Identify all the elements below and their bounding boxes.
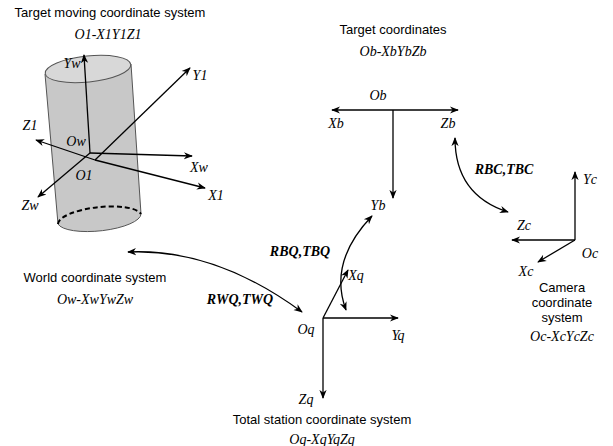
axis-label: Yw <box>63 56 80 72</box>
axis-label: Oq-XqYqZq <box>289 432 354 446</box>
transform-label: RBC,TBC <box>475 162 534 178</box>
axis-label: Yb <box>371 198 386 214</box>
axis-label: Yq <box>391 328 404 344</box>
axis-label: Z1 <box>23 118 38 134</box>
axis-label: Xq <box>348 268 364 284</box>
axis-label: Zb <box>441 116 456 132</box>
system-title: World coordinate system <box>24 271 167 286</box>
axis-label: Xb <box>328 116 344 132</box>
axis-label: Ow <box>66 134 85 150</box>
axis-label: Zq <box>299 392 314 408</box>
axis-label: Ow-XwYwZw <box>57 292 133 308</box>
system-title: Camera coordinate system <box>514 281 610 326</box>
axis-label: Xw <box>190 160 208 176</box>
cylinder-target <box>44 52 141 232</box>
transform-arrows <box>128 138 508 312</box>
transform-label: RWQ,TWQ <box>207 292 273 308</box>
axis-arrows <box>36 55 575 398</box>
axis-label: Oc <box>582 246 598 262</box>
axis-label: Y1 <box>193 68 208 84</box>
system-title: Target coordinates <box>340 23 447 38</box>
axis-label: X1 <box>208 188 224 204</box>
axis-label: Zw <box>21 198 38 214</box>
axis-label: Xc <box>519 264 534 280</box>
axis-label: O1-X1Y1Z1 <box>75 27 142 43</box>
axis-label: Oq <box>297 322 314 338</box>
system-title: Target moving coordinate system <box>15 6 206 21</box>
transform-label: RBQ,TBQ <box>270 244 330 260</box>
axis-label: Ob <box>369 88 386 104</box>
axis-label: Oc-XcYcZc <box>530 329 594 345</box>
system-title: Total station coordinate system <box>233 413 411 428</box>
axis-label: O1 <box>75 168 92 184</box>
axis-label: Ob-XbYbZb <box>360 44 427 60</box>
axis-label: Yc <box>583 172 597 188</box>
axis-label: Zc <box>517 218 531 234</box>
